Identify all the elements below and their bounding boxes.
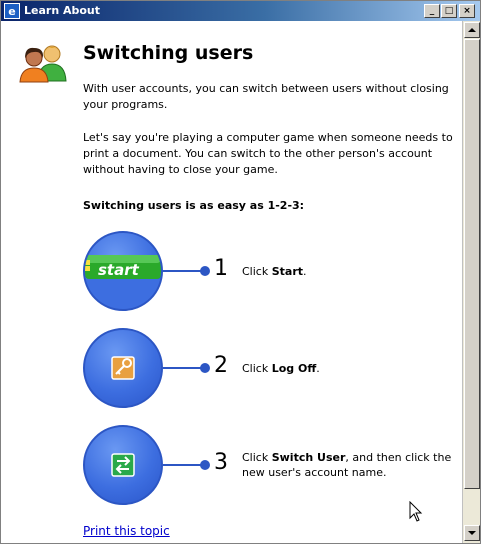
- start-button-icon: start: [83, 231, 163, 311]
- step-1: start 1 Click Start.: [83, 231, 453, 311]
- title-bar[interactable]: e Learn About _ □ ×: [1, 1, 480, 21]
- scroll-down-button[interactable]: [464, 525, 480, 541]
- window-title: Learn About: [24, 4, 101, 17]
- step-1-text: Click Start.: [242, 264, 452, 279]
- help-content: Switching users With user accounts, you …: [1, 21, 462, 543]
- minimize-button[interactable]: _: [424, 4, 440, 18]
- step-1-number: 1: [214, 256, 228, 281]
- start-label: start: [98, 261, 140, 279]
- print-topic-link[interactable]: Print this topic: [83, 524, 170, 538]
- page-title: Switching users: [83, 42, 254, 64]
- step-3-bold: Switch User: [271, 451, 346, 464]
- vertical-scrollbar[interactable]: [462, 21, 480, 543]
- internet-explorer-icon: e: [4, 3, 20, 19]
- scroll-thumb[interactable]: [464, 39, 480, 489]
- step-1-prefix: Click: [242, 265, 272, 278]
- step-1-connector: [163, 270, 203, 272]
- close-button[interactable]: ×: [459, 4, 475, 18]
- step-3-prefix: Click: [242, 451, 272, 464]
- step-2-text: Click Log Off.: [242, 361, 452, 376]
- step-2-prefix: Click: [242, 362, 272, 375]
- step-2-bold: Log Off: [271, 362, 317, 375]
- arrow-up-icon: [468, 28, 476, 32]
- steps-heading: Switching users is as easy as 1-2-3:: [83, 199, 305, 212]
- scroll-up-button[interactable]: [464, 22, 480, 38]
- arrow-down-icon: [468, 531, 476, 535]
- step-3-text: Click Switch User, and then click the ne…: [242, 450, 452, 480]
- step-2-suffix: .: [316, 362, 320, 375]
- step-3-suffix: , and then click the new user's account …: [242, 451, 452, 479]
- log-off-key-icon: [83, 328, 163, 408]
- step-2-number: 2: [214, 353, 228, 378]
- step-3-dot: [200, 460, 210, 470]
- users-icon: [19, 45, 67, 83]
- step-3-number: 3: [214, 450, 228, 475]
- intro-paragraph: With user accounts, you can switch betwe…: [83, 82, 449, 111]
- step-1-bold: Start: [271, 265, 304, 278]
- mouse-cursor-icon: [409, 501, 423, 522]
- step-2-connector: [163, 367, 203, 369]
- maximize-button[interactable]: □: [441, 4, 457, 18]
- example-paragraph: Let's say you're playing a computer game…: [83, 131, 453, 176]
- step-2-dot: [200, 363, 210, 373]
- step-1-dot: [200, 266, 210, 276]
- switch-user-arrows-icon: [83, 425, 163, 505]
- step-2: 2 Click Log Off.: [83, 328, 453, 408]
- step-3: 3 Click Switch User, and then click the …: [83, 425, 453, 505]
- step-3-connector: [163, 464, 203, 466]
- step-1-suffix: .: [303, 265, 307, 278]
